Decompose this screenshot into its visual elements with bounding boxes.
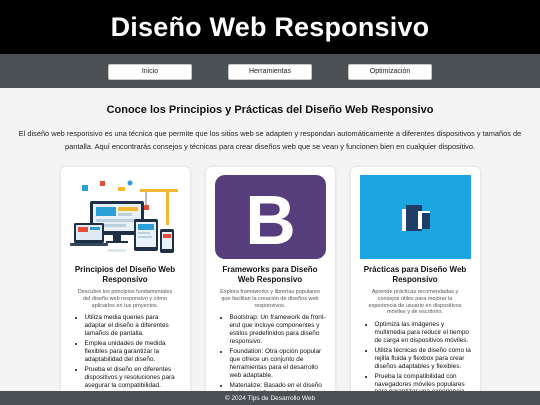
- list-item: Utiliza técnicas de diseño como la rejil…: [375, 347, 472, 371]
- card-practicas: Prácticas para Diseño Web Responsivo Apr…: [350, 167, 480, 397]
- nav-herramientas-button[interactable]: Herramientas: [228, 63, 312, 80]
- card-list: Optimiza las imágenes y multimedia para …: [359, 321, 472, 397]
- card-principios: Principios del Diseño Web Responsivo Des…: [60, 167, 190, 397]
- list-item: Optimiza las imágenes y multimedia para …: [375, 321, 472, 345]
- card-title: Frameworks para Diseño Web Responsivo: [222, 265, 318, 284]
- responsive-blocks-logo-icon: [359, 175, 471, 259]
- main-content: Conoce los Principios y Prácticas del Di…: [0, 88, 540, 397]
- site-title: Diseño Web Responsivo: [110, 11, 430, 42]
- list-item: Bootstrap: Un framework de front-end que…: [230, 314, 327, 346]
- card-subtitle: Descubre los principios fundamentales de…: [77, 289, 173, 309]
- cards-section: Principios del Diseño Web Responsivo Des…: [14, 167, 526, 397]
- card-subtitle: Explora frameworks y librerías populares…: [220, 289, 320, 309]
- bootstrap-logo-icon: B: [214, 175, 326, 259]
- site-header: Diseño Web Responsivo: [0, 0, 540, 54]
- main-nav: Inicio Herramientas Optimización: [0, 54, 540, 88]
- footer-text: © 2024 Tips de Desarrollo Web: [224, 394, 316, 402]
- intro-title: Conoce los Principios y Prácticas del Di…: [106, 104, 434, 116]
- nav-inicio-button[interactable]: Inicio: [108, 63, 192, 80]
- nav-optimizacion-button[interactable]: Optimización: [348, 63, 432, 80]
- site-footer: © 2024 Tips de Desarrollo Web: [0, 391, 540, 405]
- list-item: Emplea unidades de medida flexibles para…: [85, 340, 182, 364]
- list-item: Utiliza media queries para adaptar el di…: [85, 314, 182, 338]
- intro-text: El diseño web responsivo es una técnica …: [18, 129, 522, 151]
- card-subtitle: Aprende prácticas recomendadas y consejo…: [368, 289, 462, 316]
- list-item: Prueba el diseño en diferentes dispositi…: [85, 366, 182, 390]
- bootstrap-logo-letter: B: [245, 181, 296, 259]
- card-frameworks: B Frameworks para Diseño Web Responsivo …: [205, 167, 335, 397]
- card-title: Principios del Diseño Web Responsivo: [74, 265, 176, 284]
- card-title: Prácticas para Diseño Web Responsivo: [363, 265, 467, 284]
- list-item: Foundation: Otra opción popular que ofre…: [230, 348, 327, 380]
- card-list: Bootstrap: Un framework de front-end que…: [214, 314, 327, 397]
- responsive-devices-illustration-icon: [69, 175, 181, 259]
- card-list: Utiliza media queries para adaptar el di…: [69, 314, 182, 389]
